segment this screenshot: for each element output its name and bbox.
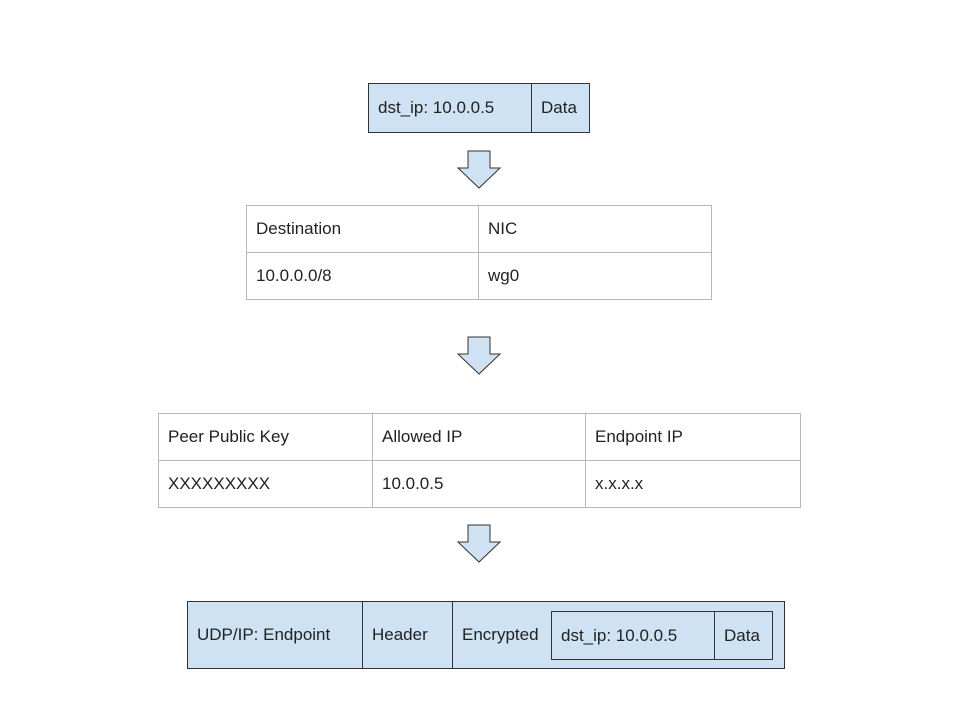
encap-header: Header <box>362 602 452 668</box>
encapsulated-packet: UDP/IP: Endpoint Header Encrypted dst_ip… <box>187 601 785 669</box>
peer-header-allowed-ip: Allowed IP <box>372 413 586 461</box>
packet-dst-ip: dst_ip: 10.0.0.5 <box>378 98 495 117</box>
down-arrow-icon <box>456 150 502 189</box>
routing-cell-nic: wg0 <box>478 252 712 300</box>
inner-data: Data <box>714 612 772 659</box>
table-row: XXXXXXXXX 10.0.0.5 x.x.x.x <box>158 460 801 508</box>
encap-encrypted: Encrypted <box>452 602 784 668</box>
down-arrow-icon <box>456 524 502 563</box>
table-header-row: Destination NIC <box>246 205 712 253</box>
inner-packet: dst_ip: 10.0.0.5 Data <box>551 611 773 660</box>
peer-header-endpoint-ip: Endpoint IP <box>585 413 801 461</box>
routing-cell-destination: 10.0.0.0/8 <box>246 252 479 300</box>
routing-header-nic: NIC <box>478 205 712 253</box>
table-header-row: Peer Public Key Allowed IP Endpoint IP <box>158 413 801 461</box>
table-row: 10.0.0.0/8 wg0 <box>246 252 712 300</box>
routing-table: Destination NIC 10.0.0.0/8 wg0 <box>246 205 712 300</box>
encap-udp-ip: UDP/IP: Endpoint <box>197 625 331 644</box>
peer-cell-endpoint-ip: x.x.x.x <box>585 460 801 508</box>
peer-cell-public-key: XXXXXXXXX <box>158 460 373 508</box>
inner-dst-ip: dst_ip: 10.0.0.5 <box>561 625 678 645</box>
peer-cell-allowed-ip: 10.0.0.5 <box>372 460 586 508</box>
original-packet: dst_ip: 10.0.0.5 Data <box>368 83 590 133</box>
peer-header-public-key: Peer Public Key <box>158 413 373 461</box>
peer-table: Peer Public Key Allowed IP Endpoint IP X… <box>158 413 801 508</box>
routing-header-destination: Destination <box>246 205 479 253</box>
down-arrow-icon <box>456 336 502 375</box>
packet-data: Data <box>531 84 589 132</box>
